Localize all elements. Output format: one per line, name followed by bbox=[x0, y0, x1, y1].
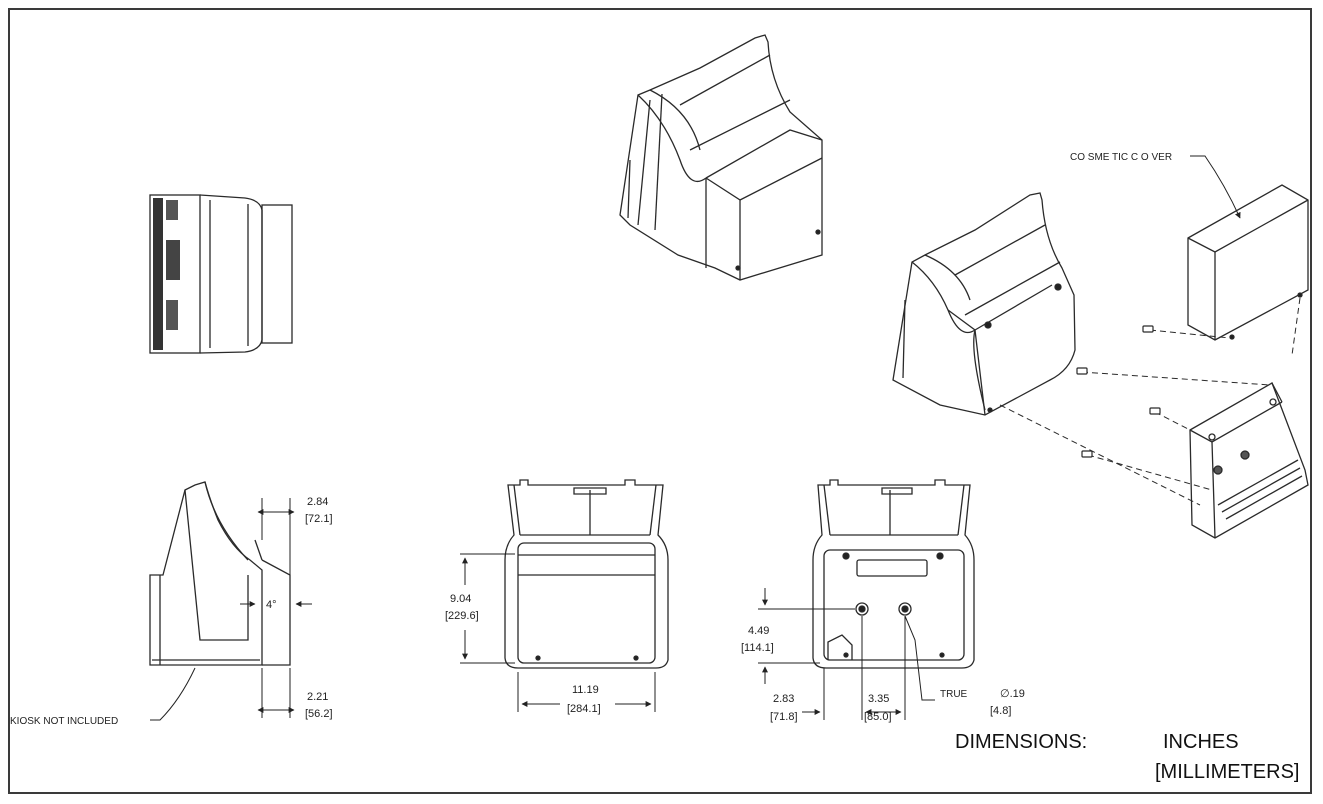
back-spacing-dim-in: 3.35 bbox=[868, 693, 889, 705]
exploded-assembly-lines bbox=[999, 297, 1301, 506]
dimensions-units-title: DIMENSIONS: bbox=[955, 731, 1087, 753]
cosmetic-cover-part bbox=[1187, 184, 1309, 341]
back-view bbox=[812, 479, 975, 669]
true-label: TRUE bbox=[940, 689, 968, 700]
back-left-dim-mm: [71.8] bbox=[770, 711, 798, 723]
top-view bbox=[149, 194, 293, 354]
front-height-dim-mm: [229.6] bbox=[445, 610, 479, 622]
side-angle-dim: 4° bbox=[266, 599, 277, 611]
back-left-dim-in: 2.83 bbox=[773, 693, 794, 705]
back-hole-height-dim-in: 4.49 bbox=[748, 625, 769, 637]
hole-diameter-dim-mm: [4.8] bbox=[990, 705, 1011, 717]
front-width-dim-mm: [284.1] bbox=[567, 703, 601, 715]
side-view-dimensions bbox=[150, 498, 312, 721]
mounting-bracket-part bbox=[1189, 382, 1309, 539]
isometric-view bbox=[619, 34, 823, 281]
exploded-view-housing bbox=[892, 192, 1076, 416]
cosmetic-cover-leader bbox=[1190, 155, 1241, 219]
back-hole-height-dim-mm: [114.1] bbox=[741, 642, 774, 654]
side-bottom-dim-in: 2.21 bbox=[307, 691, 328, 703]
front-view-dimensions bbox=[460, 553, 656, 712]
side-view bbox=[149, 481, 291, 666]
back-spacing-dim-mm: [85.0] bbox=[864, 711, 892, 723]
front-height-dim-in: 9.04 bbox=[450, 593, 471, 605]
side-bottom-dim-mm: [56.2] bbox=[305, 708, 333, 720]
cosmetic-cover-label: CO SME TIC C O VER bbox=[1070, 152, 1172, 163]
kiosk-not-included-label: KIOSK NOT INCLUDED bbox=[10, 716, 118, 727]
front-width-dim-in: 11.19 bbox=[572, 684, 599, 696]
side-top-dim-in: 2.84 bbox=[307, 496, 328, 508]
side-top-dim-mm: [72.1] bbox=[305, 513, 333, 525]
back-view-dimensions bbox=[758, 588, 935, 720]
front-view bbox=[504, 479, 669, 669]
drawing-frame bbox=[8, 8, 1312, 794]
fastener-screws bbox=[1076, 325, 1161, 458]
hole-diameter-dim-in: ∅.19 bbox=[1000, 688, 1025, 700]
dimensions-units-secondary: [MILLIMETERS] bbox=[1155, 761, 1299, 783]
dimensions-units-primary: INCHES bbox=[1163, 731, 1239, 753]
